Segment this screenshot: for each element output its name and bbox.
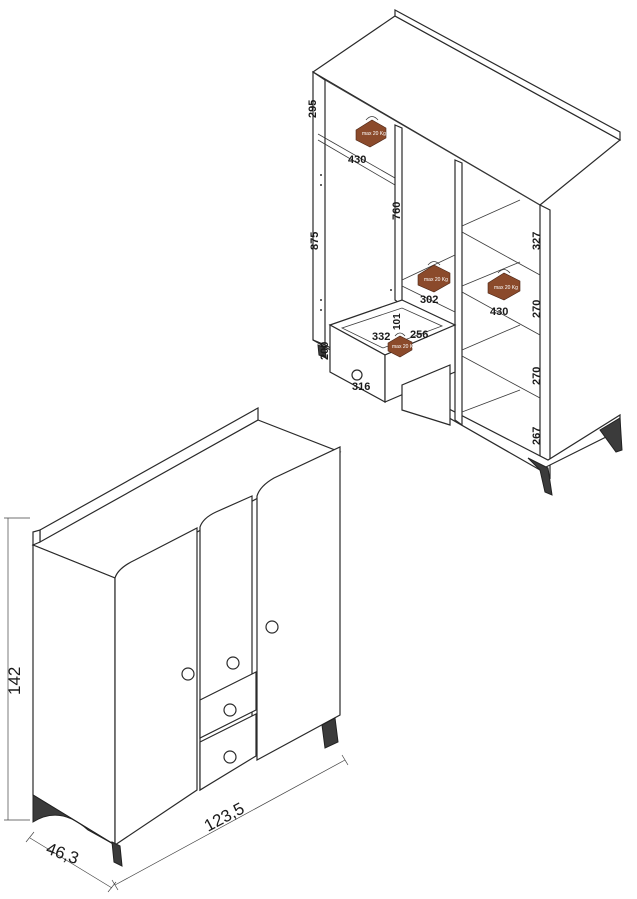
dim-right-shelf-3: 270 [531, 367, 543, 385]
right-shelf-1-back [461, 199, 521, 227]
closed-view: 142 123,5 46,3 [4, 406, 349, 893]
right-door [256, 446, 341, 762]
dim-height-line [4, 517, 30, 821]
right-shelf-1 [461, 231, 541, 276]
left-top-shelf-top [317, 133, 396, 179]
right-side-panel [539, 204, 551, 480]
weight-bag-top-left: max 20 Kg [355, 116, 387, 148]
dim-right-shelf-2: 270 [531, 300, 543, 318]
lower-drawer [401, 364, 451, 426]
dim-drawer-width: 316 [352, 381, 370, 393]
right-shelf-4-back [461, 389, 521, 413]
right-shelf-3-back [461, 324, 521, 351]
closed-left-side [32, 544, 116, 847]
left-top-shelf [317, 139, 396, 186]
dim-right-shelf-1: 327 [531, 232, 543, 250]
leg-left-front [317, 344, 327, 359]
dim-width-line [111, 754, 349, 891]
dim-overall-width: 123,5 [201, 799, 247, 836]
dim-right-shelf-width: 430 [490, 306, 508, 318]
bag-label: max 20 Kg [362, 131, 386, 137]
bag-label: max 20 Kg [494, 285, 518, 291]
dim-top-left-height: 295 [307, 100, 319, 118]
dim-depth-line [25, 831, 117, 893]
dim-overall-height: 142 [5, 667, 24, 695]
left-door [114, 527, 198, 847]
right-shelf-2 [461, 291, 541, 336]
middle-divider-right [454, 159, 463, 427]
dim-hanging-mid: 760 [391, 202, 403, 220]
middle-door-knob [226, 656, 240, 670]
closed-leg-left [32, 794, 116, 846]
dim-hanging-left: 875 [309, 232, 321, 250]
dim-drawer-inner-width: 332 [372, 331, 390, 343]
shelf-pin-holes [320, 174, 392, 311]
right-door-knob [265, 620, 279, 634]
closed-leg-right [321, 717, 339, 749]
drawer-inner [340, 307, 444, 349]
right-shelf-3 [461, 355, 541, 399]
dim-drawer-height: 200 [319, 342, 331, 360]
dim-top-left-width: 430 [348, 154, 366, 166]
back-top-edge [324, 79, 541, 206]
leg-right-front [527, 457, 553, 496]
interior-view: max 20 Kg max 20 Kg max 20 Kg max 20 Kg … [307, 8, 623, 496]
dim-overall-depth: 46,3 [44, 839, 82, 868]
mid-shelf-front [401, 285, 456, 313]
drawer-side [384, 324, 456, 403]
bag-label: max 20 Kg [424, 277, 448, 283]
closed-backboard-end [32, 529, 41, 546]
dim-drawer-inner-depth: 256 [410, 329, 428, 341]
dim-right-shelf-4: 267 [531, 427, 543, 445]
bag-label: max 20 Kg [392, 344, 416, 350]
lower-drawer-knob [223, 750, 237, 764]
top-backboard [394, 8, 621, 142]
drawer-knob [351, 369, 363, 381]
right-shelf-2-back [461, 261, 521, 287]
weight-bag-right: max 20 Kg [487, 269, 521, 301]
weight-bag-mid: max 20 Kg [417, 261, 451, 293]
left-door-knob [181, 667, 195, 681]
dim-drawer-inner-height: 101 [392, 313, 403, 330]
dim-mid-shelf: 302 [420, 294, 438, 306]
closed-leg-front [111, 841, 123, 867]
weight-bag-drawer: max 20 Kg [387, 332, 416, 358]
mid-shelf [401, 254, 456, 281]
upper-drawer-knob [223, 703, 237, 717]
leg-right-back [599, 417, 623, 453]
